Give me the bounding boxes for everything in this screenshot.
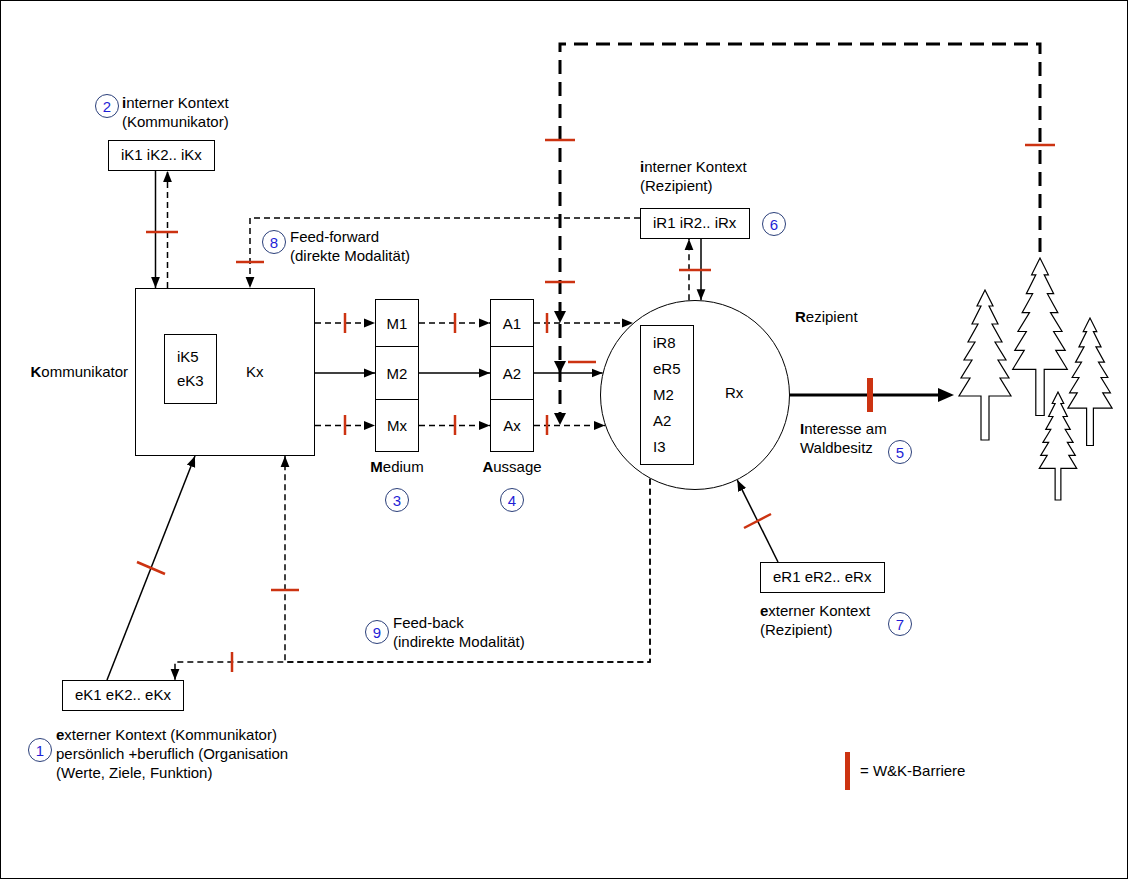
context-box: iR8 eR5 M2 A2 I3: [640, 325, 694, 465]
statement-cell: Ax: [490, 399, 534, 452]
medium-cell: M2: [375, 346, 419, 400]
barrier-mark: [271, 589, 299, 592]
node-text: iK1 iK2.. iKx: [121, 146, 202, 165]
callout-number: 5: [888, 440, 912, 464]
arrowhead: [938, 388, 954, 402]
callout-number: 3: [385, 488, 409, 512]
circle-outline: [600, 300, 790, 490]
node-heading: Rezipient: [795, 308, 858, 325]
medium-cell: M1: [375, 299, 419, 347]
interest-arrow: [790, 394, 940, 397]
context-box: iK5 eK3: [164, 334, 217, 404]
statement-cell: A2: [490, 346, 534, 400]
dashed-connector: [167, 171, 169, 288]
pine-tree: [1013, 258, 1068, 416]
barrier-mark: [231, 652, 234, 672]
solid-connector: [419, 372, 490, 374]
node-text: Ax: [503, 417, 521, 434]
arrowhead: [554, 413, 566, 425]
communicator-box: KommunikatorKxiK5 eK3: [135, 288, 315, 456]
barrier-mark: [454, 313, 457, 333]
callout-number: 9: [365, 620, 389, 644]
context-box: iK1 iK2.. iKx: [108, 140, 215, 171]
barrier-mark: [546, 415, 549, 435]
pine-tree: [1068, 318, 1112, 446]
medium-cell: Mx: [375, 399, 419, 452]
barrier-mark: [679, 269, 711, 272]
pine-tree: [959, 290, 1011, 440]
statement-cell: A1: [490, 299, 534, 347]
barrier-mark: [545, 139, 575, 142]
callout-number: 2: [95, 94, 119, 118]
node-text: Rx: [725, 384, 743, 401]
context-box: iR1 iR2.. iRx: [640, 208, 750, 239]
context-box: eK1 eK2.. eKx: [62, 680, 184, 711]
dashed-connector: [534, 425, 605, 427]
context-label: externer Kontext (Kommunikator) persönli…: [56, 726, 311, 782]
solid-connector: [534, 372, 603, 374]
node-text: A2: [503, 365, 521, 382]
recipient-circle: RezipientRxiR8 eR5 M2 A2 I3: [600, 300, 790, 490]
arrowhead: [554, 311, 566, 323]
flow-label: Feed-back (indirekte Modalität): [393, 614, 527, 652]
node-text: iR8 eR5 M2 A2 I3: [653, 330, 681, 460]
node-text: Kx: [246, 363, 264, 380]
legend-entry: = W&K-Barriere: [845, 752, 1005, 790]
barrier-mark: [137, 562, 165, 574]
barrier-mark: [1025, 144, 1055, 147]
node-text: iR1 iR2.. iRx: [653, 214, 737, 233]
node-heading: Kommunikator: [30, 363, 128, 380]
barrier-mark: [344, 415, 347, 435]
column-label: Aussage: [482, 458, 541, 477]
node-text: eK1 eK2.. eKx: [75, 686, 171, 705]
dashed-connector: [285, 456, 650, 662]
barrier-mark: [236, 261, 264, 264]
pine-tree: [1039, 392, 1076, 500]
dashed-connector: [250, 218, 640, 288]
solid-connector: [737, 480, 778, 562]
node-text: iK5 eK3: [177, 345, 204, 393]
barrier-mark: [568, 361, 596, 364]
column-label: Medium: [370, 458, 423, 477]
node-text: eR1 eR2.. eRx: [773, 568, 872, 587]
node-text: A1: [503, 315, 521, 332]
context-box: eR1 eR2.. eRx: [760, 562, 885, 593]
barrier-mark: [744, 514, 771, 528]
barrier-mark: [545, 281, 575, 284]
node-text: M2: [387, 365, 408, 382]
context-label: interner Kontext (Rezipient): [640, 158, 765, 196]
legend-text: = W&K-Barriere: [860, 762, 965, 781]
context-label: externer Kontext (Rezipient): [760, 602, 885, 640]
circle-outline: [601, 301, 790, 490]
legend-swatch: [845, 752, 850, 790]
solid-connector: [315, 372, 375, 374]
barrier-mark: [454, 415, 457, 435]
barrier-mark: [867, 378, 873, 412]
callout-number: 1: [28, 738, 52, 762]
callout-number: 6: [762, 212, 786, 236]
solid-connector: [155, 171, 157, 288]
callout-number: 7: [888, 612, 912, 636]
callout-number: 8: [262, 230, 286, 254]
node-text: M1: [387, 315, 408, 332]
dashed-connector: [175, 479, 650, 680]
solid-connector: [107, 456, 195, 680]
interest-label: Interesse am Waldbesitz: [800, 420, 895, 458]
barrier-mark: [546, 313, 549, 333]
barrier-mark: [146, 231, 178, 234]
callout-number: 4: [500, 488, 524, 512]
connector-group: [107, 171, 778, 680]
node-text: Mx: [387, 417, 407, 434]
arrowhead: [554, 361, 566, 373]
context-label: interner Kontext (Kommunikator): [122, 94, 247, 132]
barrier-mark: [344, 313, 347, 333]
flow-label: Feed-forward (direkte Modalität): [290, 228, 422, 266]
dashed-connector: [534, 322, 633, 324]
